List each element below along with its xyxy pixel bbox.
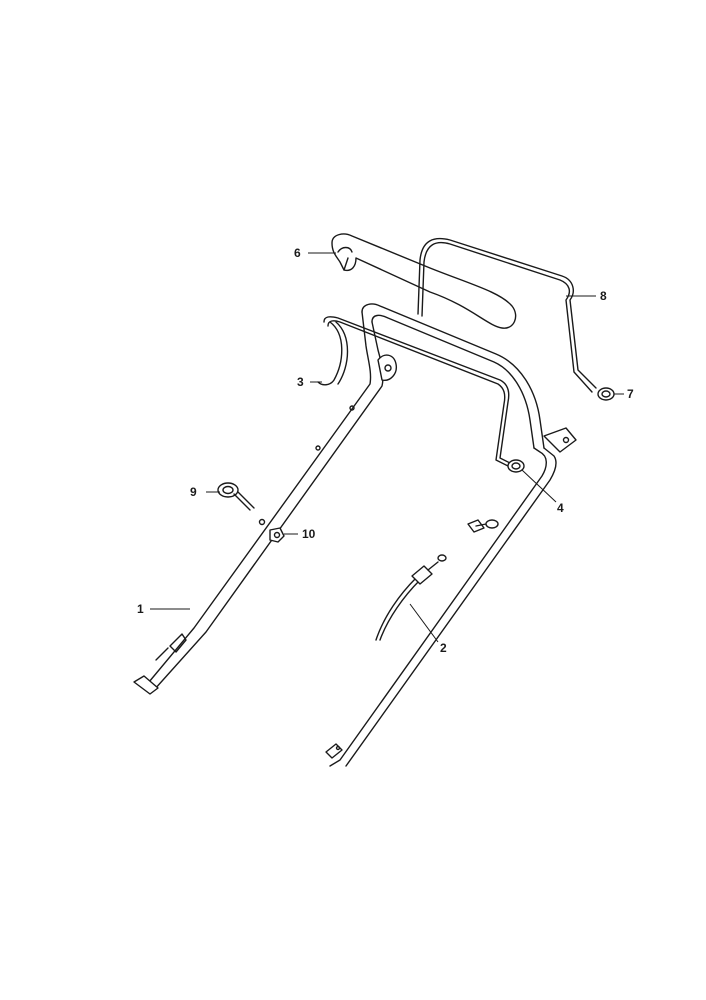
bolt-part-9 [217,482,255,511]
callout-7: 7 [627,387,634,401]
nut-part-10 [269,527,285,543]
lower-handle-right [325,427,577,767]
callout-10: 10 [302,527,316,541]
callout-1: 1 [137,602,144,616]
leader-lines [150,252,624,643]
callout-8: 8 [600,289,607,303]
callout-2: 2 [440,641,447,655]
handle-frame [133,303,545,695]
callout-9: 9 [190,485,197,499]
callout-3: 3 [297,375,304,389]
cable-nut-part-4 [507,459,525,473]
front-bail-wire [317,316,517,469]
callout-6: 6 [294,246,301,260]
callouts: 6 8 3 7 9 4 10 1 2 [137,246,634,655]
callout-4: 4 [557,501,564,515]
knob-part-7 [597,387,615,401]
control-cable [375,554,447,641]
bail-wire [417,237,597,393]
